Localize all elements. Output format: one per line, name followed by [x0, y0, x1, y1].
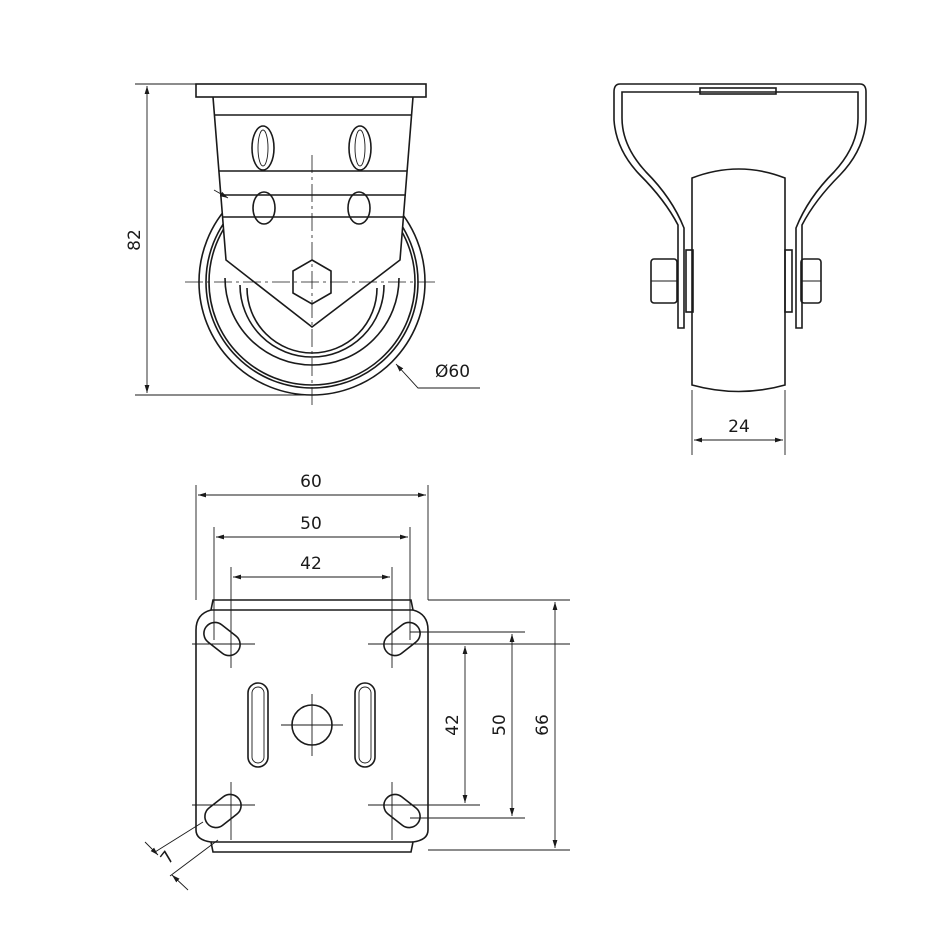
vert-outer-dim-label: 50 — [490, 714, 510, 736]
vert-inner-dim-label: 42 — [443, 714, 463, 736]
side-view: 24 — [613, 83, 867, 455]
mounting-holes — [203, 621, 421, 829]
hole-outer-dim-label: 50 — [300, 514, 322, 534]
front-view: 82 Ø60 — [125, 83, 480, 408]
height-dim-label: 82 — [125, 229, 145, 251]
width-dim-label: 24 — [728, 417, 750, 437]
plate-view: 60 50 42 42 50 66 7 — [144, 472, 570, 891]
plate-length-dim-label: 66 — [533, 714, 553, 736]
diameter-dim-label: Ø60 — [435, 362, 470, 382]
slot-width-dim-label: 7 — [157, 847, 179, 868]
hole-inner-dim-label: 42 — [300, 554, 322, 574]
bracket — [195, 83, 427, 329]
plate-width-dim-label: 60 — [300, 472, 322, 492]
